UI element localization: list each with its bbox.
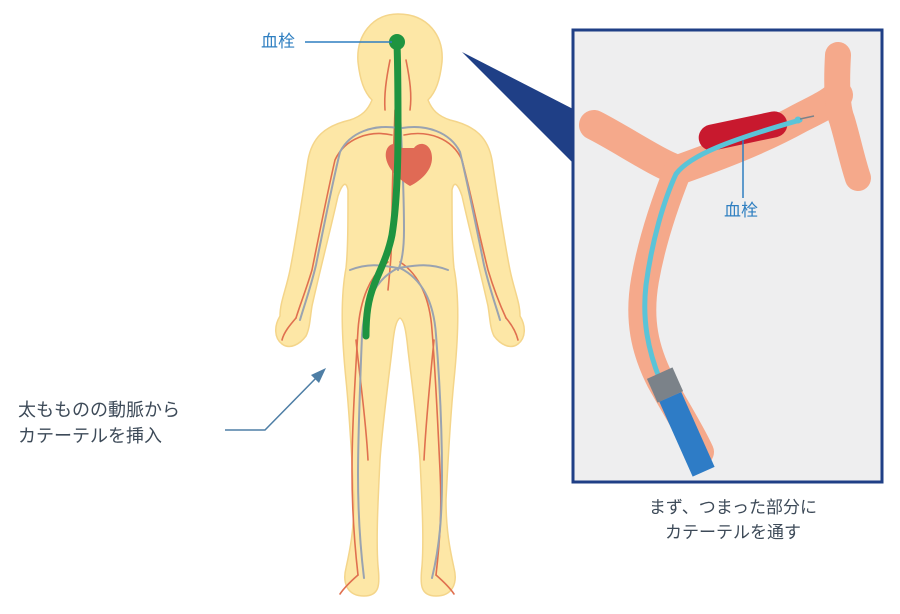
insertion-label: 太もものの動脈から カテーテルを挿入 [18,398,180,450]
zoom-guidewire [799,115,815,120]
insertion-label-line1: 太もものの動脈から [18,400,180,421]
artery-network [281,59,519,595]
thrombus-label-zoom: 血栓 [724,201,758,221]
zoom-panel [571,28,884,484]
zoom-catheter [642,117,803,383]
insertion-arrow [225,368,326,431]
caption-line2: カテーテルを通す [665,522,801,543]
catheter-path [362,40,402,340]
zoom-sheath [646,367,715,477]
thrombus-dot [389,34,405,50]
zoom-callout-wedge [462,52,575,165]
caption-line1: まず、つまった部分に [648,498,818,518]
zoom-clot [698,111,788,151]
caption: まず、つまった部分に カテーテルを通す [628,496,838,545]
insertion-label-line2: カテーテルを挿入 [18,426,162,448]
thrombus-label-body: 血栓 [261,32,295,52]
human-body [275,13,525,597]
zoom-catheter-tip [794,116,802,124]
